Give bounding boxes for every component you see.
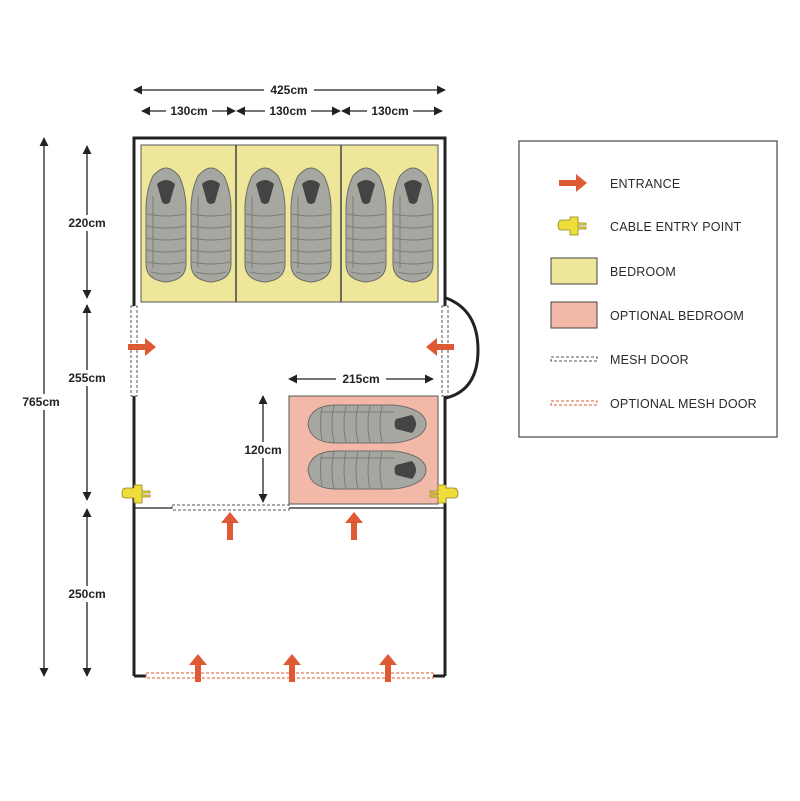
side-canopy <box>445 296 480 400</box>
legend-bedroom-label: BEDROOM <box>610 265 676 279</box>
entrance-arrow-icon <box>221 512 239 540</box>
optional-bedroom-swatch <box>550 301 598 329</box>
section-2-width-label: 130cm <box>269 104 306 118</box>
legend-mesh-door-label: MESH DOOR <box>610 353 689 367</box>
legend-optional-mesh-door-label: OPTIONAL MESH DOOR <box>610 397 757 411</box>
legend: ENTRANCE CABLE ENTRY POINT BEDROOM OPTIO… <box>518 140 778 438</box>
sleeping-bag <box>307 404 427 444</box>
cable-entry-icon <box>121 484 151 504</box>
bedroom-depth-label: 220cm <box>68 216 105 230</box>
bedroom-swatch <box>550 257 598 285</box>
optional-bedroom-depth-label: 120cm <box>244 443 281 457</box>
sleeping-bag <box>345 167 387 283</box>
legend-cable-entry-label: CABLE ENTRY POINT <box>610 220 742 234</box>
entrance-arrow-icon <box>345 512 363 540</box>
bedroom-area <box>140 144 439 303</box>
tent-walls <box>132 136 447 678</box>
sleeping-bag <box>190 167 232 283</box>
optional-mesh-door-swatch <box>550 400 598 406</box>
sleeping-bag <box>145 167 187 283</box>
mesh-door-swatch <box>550 356 598 362</box>
sleeping-bag <box>244 167 286 283</box>
total-length-label: 765cm <box>22 395 59 409</box>
entrance-arrow-icon <box>426 338 454 356</box>
legend-optional-bedroom-label: OPTIONAL BEDROOM <box>610 309 744 323</box>
section-1-width-label: 130cm <box>170 104 207 118</box>
mesh-door <box>130 305 449 511</box>
porch-depth-label: 250cm <box>68 587 105 601</box>
sleeping-bag <box>307 450 427 490</box>
sleeping-bag <box>392 167 434 283</box>
optional-bedroom-area <box>288 395 439 505</box>
total-width-label: 425cm <box>270 83 307 97</box>
sleeping-bag <box>290 167 332 283</box>
living-depth-label: 255cm <box>68 371 105 385</box>
section-3-width-label: 130cm <box>371 104 408 118</box>
optional-bedroom-width-label: 215cm <box>342 372 379 386</box>
legend-entrance-label: ENTRANCE <box>610 177 680 191</box>
